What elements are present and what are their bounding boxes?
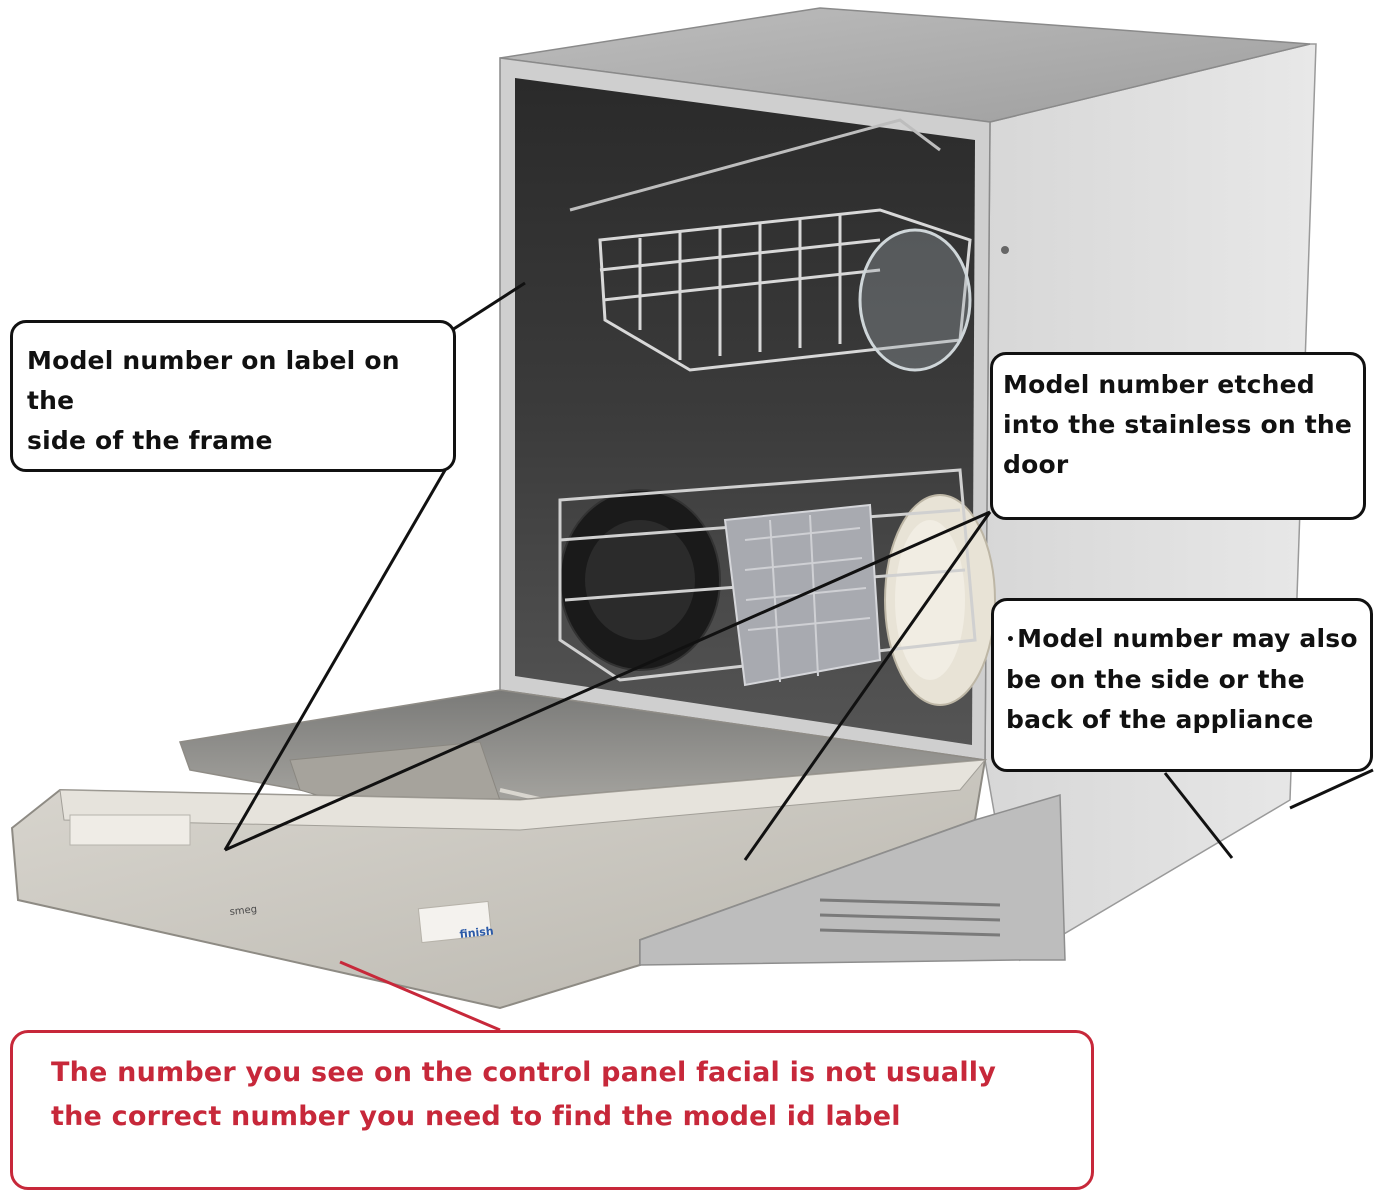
upper-rack	[569, 118, 972, 372]
callout-side-back: •Model number may also be on the side or…	[991, 598, 1373, 772]
callout-line: Model number on label on the	[27, 346, 400, 415]
callout-line: into the stainless on the	[1003, 410, 1353, 439]
callout-line: back of the appliance	[1006, 705, 1314, 734]
callout-line: be on the side or the	[1006, 665, 1305, 694]
plinth-hinge-area	[639, 794, 1066, 966]
pointer-lines	[223, 281, 1374, 861]
callout-door-etched: Model number etched into the stainless o…	[990, 352, 1366, 520]
callout-line: Model number may also	[1017, 624, 1358, 653]
detergent-logo-text: finish	[459, 924, 494, 940]
callout-frame-label: Model number on label on the side of the…	[10, 320, 456, 472]
note-pointer-line	[339, 960, 501, 1032]
callout-line: Model number etched	[1003, 370, 1315, 399]
callout-line: side of the frame	[27, 426, 273, 455]
callout-control-panel-note: The number you see on the control panel …	[10, 1030, 1094, 1190]
callout-line: door	[1003, 450, 1069, 479]
brand-logo-text: smeg	[229, 904, 257, 918]
callout-line: The number you see on the control panel …	[51, 1057, 997, 1088]
bullet-icon: •	[1006, 632, 1016, 648]
callout-line: the correct number you need to find the …	[51, 1101, 901, 1132]
